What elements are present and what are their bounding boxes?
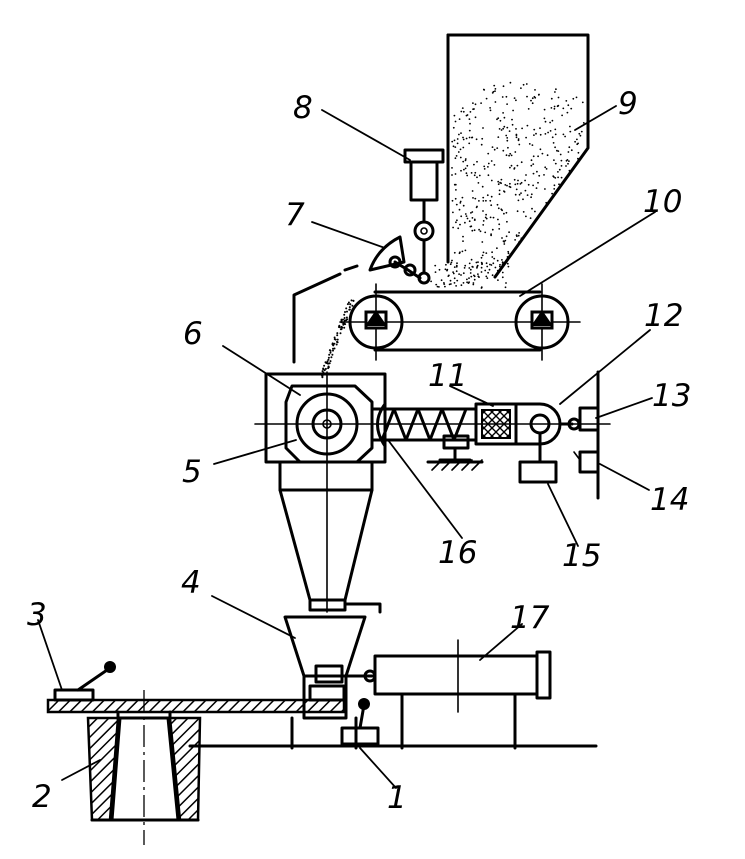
limit-switches — [573, 370, 600, 500]
number-labels: 1 2 3 4 5 6 7 8 9 10 11 12 13 14 15 16 1… — [27, 86, 691, 816]
mixer-housing — [254, 371, 611, 613]
label-16: 16 — [438, 535, 477, 571]
label-2: 2 — [32, 779, 52, 815]
label-14: 14 — [650, 482, 689, 518]
lever-valve — [340, 698, 380, 746]
label-7: 7 — [285, 197, 305, 233]
coupling — [474, 402, 518, 446]
sector-gate — [368, 235, 422, 280]
forming-table — [46, 698, 346, 714]
label-15: 15 — [562, 538, 601, 574]
label-3: 3 — [27, 597, 47, 633]
conical-discharge — [278, 460, 382, 614]
belt-feeder — [339, 283, 581, 361]
label-8: 8 — [293, 90, 313, 126]
leader-lines — [37, 105, 656, 789]
label-10: 10 — [643, 184, 682, 220]
mold — [86, 690, 202, 845]
dosing-funnel — [283, 615, 377, 750]
bunker-powder-fill — [430, 81, 585, 289]
hydraulic-cylinder — [403, 148, 445, 285]
press-cylinder — [348, 639, 552, 750]
feed-chute — [292, 264, 359, 379]
label-4: 4 — [181, 565, 201, 601]
bearing-support — [426, 434, 484, 471]
label-9: 9 — [618, 86, 638, 122]
label-1: 1 — [387, 780, 407, 816]
label-11: 11 — [428, 358, 467, 394]
crank-joint — [514, 402, 581, 484]
label-17: 17 — [510, 600, 550, 636]
storage-bunker — [430, 33, 590, 289]
lever-switch — [53, 661, 116, 702]
label-13: 13 — [652, 378, 691, 414]
label-6: 6 — [183, 316, 203, 352]
label-12: 12 — [644, 298, 683, 334]
label-5: 5 — [182, 454, 202, 490]
